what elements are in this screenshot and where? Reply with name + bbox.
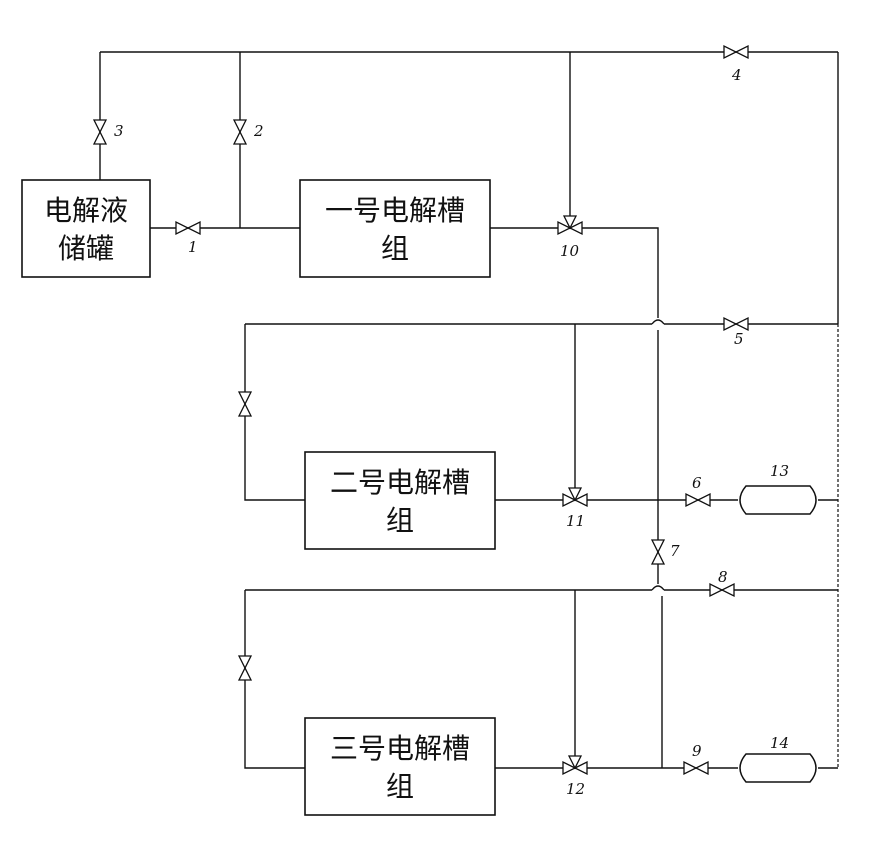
electrolyte-storage-tank: 电解液 储罐: [22, 180, 150, 277]
label-valve-9: 9: [692, 742, 702, 760]
tank-13-icon: [740, 486, 816, 514]
valve-4-icon: [724, 46, 748, 58]
valve-9-icon: [684, 762, 708, 774]
group1-line1: 一号电解槽: [325, 194, 465, 227]
valve-1-icon: [176, 222, 200, 234]
group3-line1: 三号电解槽: [330, 732, 470, 765]
valve-5-icon: [724, 318, 748, 330]
label-valve-5: 5: [734, 330, 744, 348]
electrolyzer-group-2: 二号电解槽 组: [305, 452, 495, 549]
valve-6-icon: [686, 494, 710, 506]
valve-3-icon: [94, 120, 106, 144]
label-valve-3: 3: [114, 122, 124, 140]
three-way-valve-12-icon: [563, 756, 587, 774]
label-tank-13: 13: [770, 462, 789, 480]
label-valve-6: 6: [692, 474, 702, 492]
storage-tank-line1: 电解液: [44, 194, 128, 227]
group3-left-loop: [245, 590, 305, 768]
group2-line1: 二号电解槽: [330, 466, 470, 499]
valve-group3-loop-icon: [239, 656, 251, 680]
valve-group2-loop-icon: [239, 392, 251, 416]
storage-tank-line2: 储罐: [58, 232, 114, 265]
label-valve-4: 4: [731, 66, 742, 84]
valve-7-icon: [652, 540, 664, 564]
group2-line2: 组: [386, 504, 414, 537]
three-way-valve-10-icon: [558, 216, 582, 234]
node7-crossover: [652, 586, 664, 590]
label-valve-7: 7: [670, 542, 680, 560]
label-valve-1: 1: [188, 238, 198, 256]
electrolyzer-group-3: 三号电解槽 组: [305, 718, 495, 815]
label-valve-8: 8: [718, 568, 728, 586]
label-valve-12: 12: [566, 780, 585, 798]
electrolyzer-group-1: 一号电解槽 组: [300, 180, 490, 277]
group1-line2: 组: [381, 232, 409, 265]
group2-left-loop: [245, 324, 305, 500]
node10-crossover: [652, 320, 664, 324]
tank-14-icon: [740, 754, 816, 782]
label-tank-14: 14: [770, 734, 789, 752]
label-valve-10: 10: [560, 242, 580, 260]
three-way-valve-11-icon: [563, 488, 587, 506]
valve-2-icon: [234, 120, 246, 144]
group3-line2: 组: [386, 770, 414, 803]
label-valve-11: 11: [566, 512, 585, 530]
label-valve-2: 2: [253, 122, 264, 140]
